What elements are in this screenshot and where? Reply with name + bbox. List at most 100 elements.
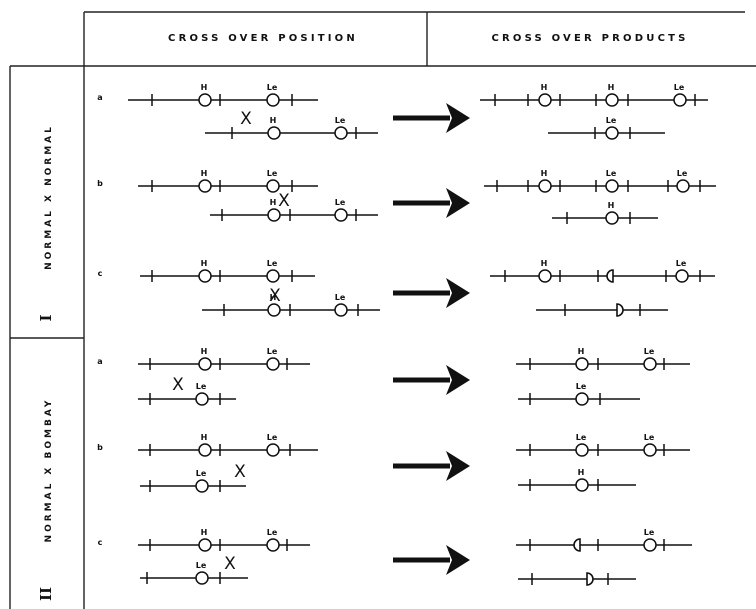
chromosome: LeX [138,375,236,406]
locus-circle [643,443,657,457]
row-label: a [97,357,102,366]
arrow-head [446,545,470,575]
row-label: b [97,179,103,188]
chromosome [518,572,636,586]
locus-circle [195,571,209,585]
locus-label: Le [335,198,346,207]
crossover-mark: X [269,286,281,306]
locus-label: Le [267,433,278,442]
locus-label: Le [576,382,587,391]
locus-label: Le [335,116,346,125]
locus-circle [266,538,280,552]
crossover-mark: X [240,109,252,129]
chromosome: Le [548,116,665,140]
section-label: NORMAL X BOMBAY [44,398,54,543]
locus-half-left [606,269,614,283]
section-numeral: II [37,587,55,601]
locus-label: H [578,347,585,356]
table-grid [9,11,756,609]
locus-circle [676,179,690,193]
chromosome: H Le [138,528,310,552]
crossover-mark: X [172,375,184,395]
arrow-head [446,451,470,481]
section-normal-x-normal: NORMAL X NORMAL I [37,124,55,321]
chromosome: H Le [138,347,310,371]
locus-label: H [201,83,208,92]
locus-circle [267,208,281,222]
locus-label: Le [576,433,587,442]
arrow-icon [393,103,470,133]
locus-label: H [270,293,277,302]
crossover-mark: X [234,462,246,482]
locus-label: Le [644,433,655,442]
locus-circle [267,303,281,317]
locus-circle [195,479,209,493]
chromosome: H [552,201,658,225]
locus-circle [643,538,657,552]
arrow-head [446,278,470,308]
locus-label: Le [676,259,687,268]
locus-circle [266,179,280,193]
chromosome: Le [516,528,692,552]
locus-label: H [270,198,277,207]
row-label: c [98,538,103,547]
locus-circle [575,478,589,492]
locus-circle [538,179,552,193]
locus-label: H [608,83,615,92]
locus-circle [198,357,212,371]
locus-label: Le [677,169,688,178]
chromosome: Le X [140,554,248,585]
locus-label: H [201,169,208,178]
locus-label: Le [267,347,278,356]
section-numeral: I [37,314,55,321]
arrow-icon [393,188,470,218]
locus-label: Le [644,528,655,537]
locus-label: H [201,528,208,537]
locus-circle [575,357,589,371]
crossover-mark: X [224,554,236,574]
locus-circle [198,179,212,193]
chromosome: H Le [490,259,715,283]
locus-label: Le [644,347,655,356]
locus-label: Le [335,293,346,302]
locus-label: Le [267,259,278,268]
arrow-icon [393,545,470,575]
chromosome: Le Le [516,433,690,457]
locus-circle [266,269,280,283]
locus-circle [673,93,687,107]
chromosome: H Le [516,347,690,371]
locus-half-right [616,303,624,317]
locus-circle [266,357,280,371]
locus-half-right [586,572,594,586]
locus-half-left [573,538,581,552]
locus-circle [198,93,212,107]
chromosome: H Le X [202,286,380,317]
crossover-mark: X [278,191,290,211]
locus-circle [198,538,212,552]
locus-label: H [201,347,208,356]
locus-circle [643,357,657,371]
locus-circle [675,269,689,283]
locus-label: Le [267,528,278,537]
locus-circle [198,269,212,283]
locus-label: H [541,259,548,268]
locus-circle [538,93,552,107]
locus-circle [538,269,552,283]
locus-circle [605,126,619,140]
locus-circle [605,93,619,107]
header-crossover-products: CROSS OVER PRODUCTS [491,33,688,44]
locus-circle [266,93,280,107]
arrow-head [446,103,470,133]
locus-label: Le [196,561,207,570]
